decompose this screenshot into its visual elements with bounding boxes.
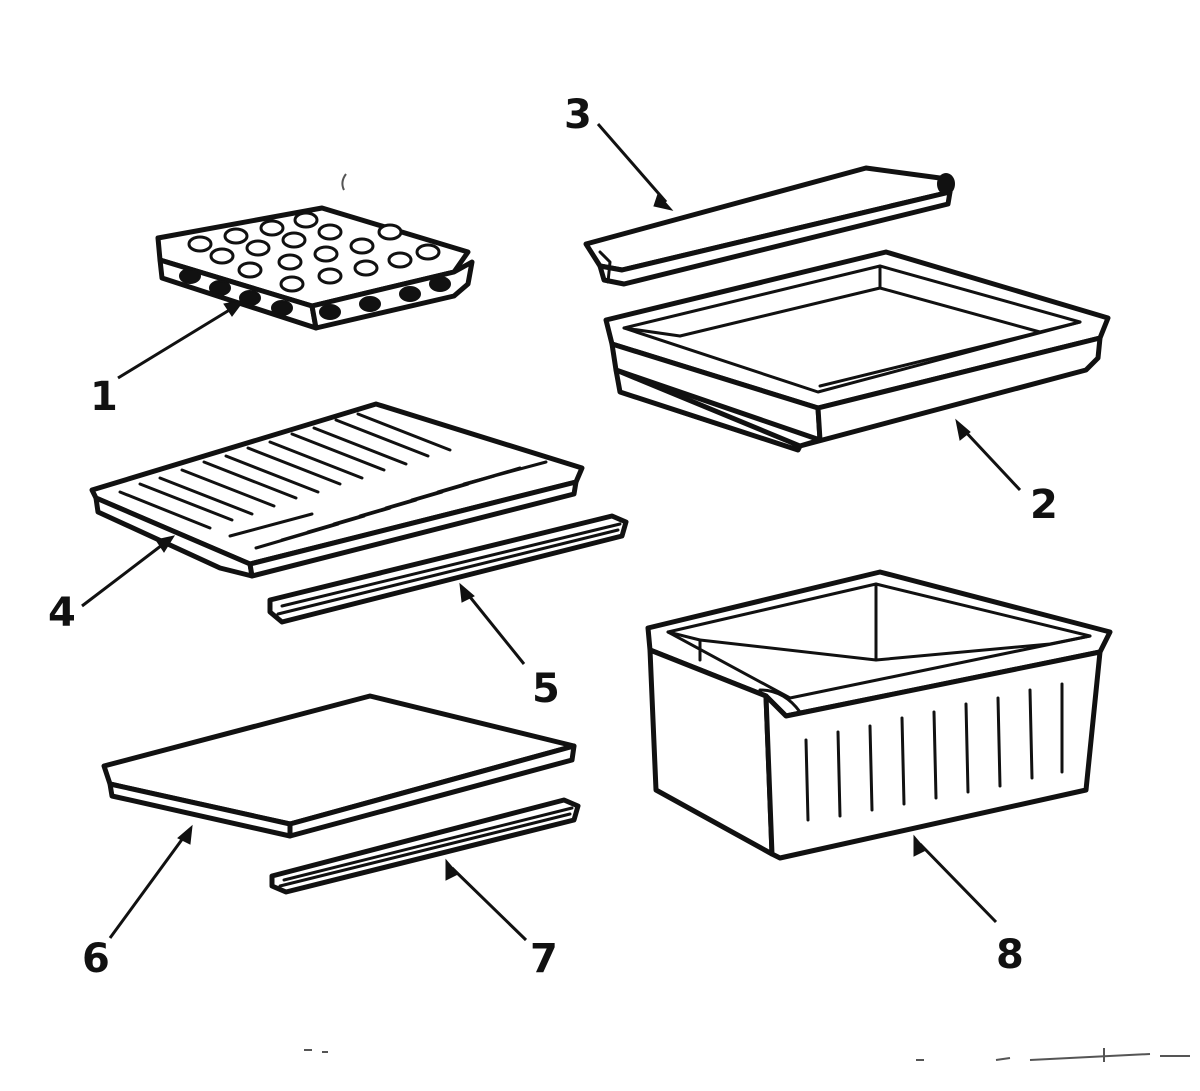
callout-1: 1: [90, 374, 118, 420]
callout-3: 3: [564, 92, 592, 138]
pan-cover: [583, 165, 955, 287]
crisper-cover-trim: [269, 797, 581, 895]
shelf: [89, 401, 585, 579]
callout-2: 2: [1030, 482, 1058, 528]
ice-cube-tray: [155, 205, 475, 331]
callout-8: 8: [996, 932, 1024, 978]
scan-artifacts: [304, 173, 1190, 1062]
callout-labels: 1 3 2 4 5 6 7 8: [48, 92, 1058, 982]
shelf-trim: [267, 513, 629, 625]
callout-4: 4: [48, 590, 76, 636]
pan: [603, 249, 1111, 453]
callout-5: 5: [532, 666, 560, 712]
callout-7: 7: [530, 936, 558, 982]
crisper-pan: [645, 569, 1113, 861]
crisper-cover: [101, 693, 577, 839]
leader-lines: [81, 123, 1022, 942]
callout-6: 6: [82, 936, 110, 982]
